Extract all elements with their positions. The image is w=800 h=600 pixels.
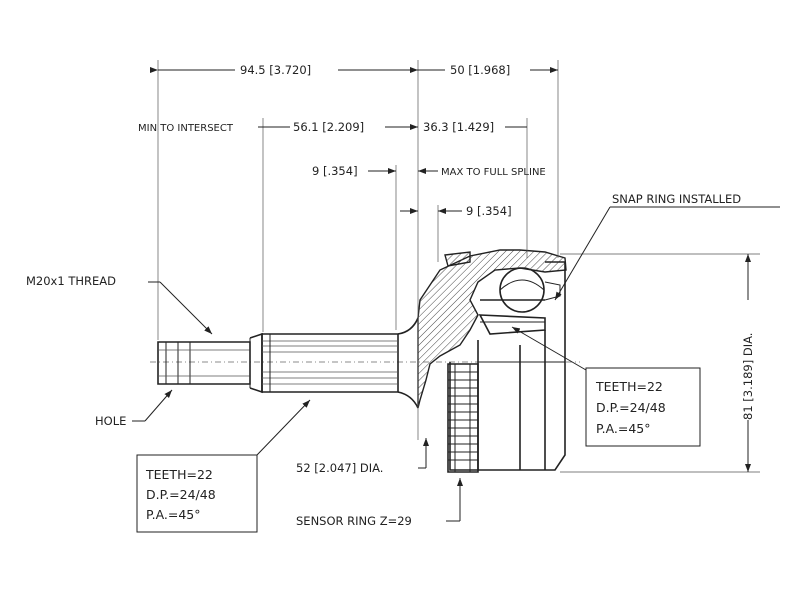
dim-outer-dia-value: 81 [3.189] DIA. — [741, 333, 755, 420]
ball-cage — [480, 267, 561, 313]
threaded-stub — [157, 338, 251, 388]
dim-max-to-full-spline: 36.3 [1.429] — [423, 120, 494, 134]
dim-gap-right: 9 [.354] — [400, 204, 512, 218]
hole-label: HOLE — [95, 414, 126, 428]
max-to-full-spline-label: MAX TO FULL SPLINE — [441, 167, 546, 178]
extension-lines — [157, 60, 760, 473]
callout-sensor-ring: SENSOR RING Z=29 — [296, 478, 463, 528]
dim-gap-left: 9 [.354] MAX TO FULL SPLINE — [312, 164, 546, 178]
spec-box-left: TEETH=22 D.P.=24/48 P.A.=45° — [136, 399, 311, 533]
callout-snap-ring: SNAP RING INSTALLED — [554, 192, 780, 301]
spline-shaft — [249, 332, 399, 394]
dim-overall: 94.5 [3.720] — [150, 63, 418, 77]
sensor-ring — [447, 363, 479, 473]
sensor-ring-label: SENSOR RING Z=29 — [296, 514, 412, 528]
spec-right-teeth: TEETH=22 — [595, 379, 663, 394]
spec-left-teeth: TEETH=22 — [145, 467, 213, 482]
spec-right-pa: P.A.=45° — [596, 421, 651, 436]
dim-gap-right-value: 9 [.354] — [466, 204, 512, 218]
dim-gap-left-value: 9 [.354] — [312, 164, 358, 178]
shaft-neck — [397, 317, 419, 409]
bell-housing — [417, 249, 567, 409]
dim-seat-dia-value: 52 [2.047] DIA. — [296, 461, 383, 475]
callout-hole: HOLE — [95, 389, 173, 428]
spec-left-pa: P.A.=45° — [146, 507, 201, 522]
dim-intersect: MIN TO INTERSECT 56.1 [2.209] 36.3 [1.42… — [138, 120, 527, 134]
dim-outer-diameter: 81 [3.189] DIA. — [741, 254, 755, 472]
dim-bell: 50 [1.968] — [418, 63, 558, 77]
min-to-intersect-label: MIN TO INTERSECT — [138, 123, 234, 134]
snap-ring-label: SNAP RING INSTALLED — [612, 192, 741, 206]
spec-right-dp: D.P.=24/48 — [596, 400, 666, 415]
dim-min-to-intersect: 56.1 [2.209] — [293, 120, 364, 134]
spec-left-dp: D.P.=24/48 — [146, 487, 216, 502]
dim-bell-length: 50 [1.968] — [450, 63, 510, 77]
spec-box-right: TEETH=22 D.P.=24/48 P.A.=45° — [511, 326, 701, 447]
dim-seat-diameter: 52 [2.047] DIA. — [296, 438, 429, 475]
dim-overall-length: 94.5 [3.720] — [240, 63, 311, 77]
thread-label: M20x1 THREAD — [26, 274, 116, 288]
callout-thread: M20x1 THREAD — [26, 274, 213, 335]
